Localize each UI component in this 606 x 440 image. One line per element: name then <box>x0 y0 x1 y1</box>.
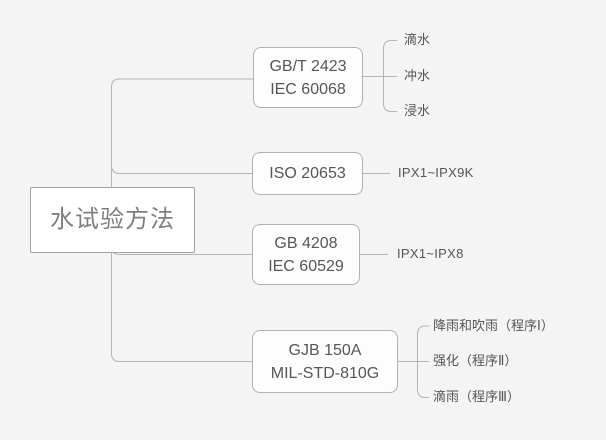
root-topic-water-test-methods[interactable]: 水试验方法 <box>30 187 195 253</box>
topic-iso-20653[interactable]: ISO 20653 <box>252 152 363 195</box>
leaf-rain-blowing-rain-procedure-1[interactable]: 降雨和吹雨（程序Ⅰ） <box>433 318 554 333</box>
leaf-ipx1-ipx8[interactable]: IPX1~IPX8 <box>397 246 464 261</box>
connector-root-to-iso20653 <box>111 164 252 174</box>
connector-gbt2423-fork <box>383 40 397 112</box>
topic-label-line: GJB 150A <box>288 341 362 359</box>
topic-label-line: MIL-STD-810G <box>270 364 380 382</box>
connector-root-to-gbt2423 <box>111 78 253 187</box>
leaf-dripping-water[interactable]: 滴水 <box>404 32 431 47</box>
topic-gjb-150a-mil-std-810g[interactable]: GJB 150A MIL-STD-810G <box>252 330 398 393</box>
topic-label-line: GB/T 2423 <box>269 57 347 75</box>
topic-label-line: IEC 60068 <box>270 80 346 98</box>
leaf-ipx1-ipx9k[interactable]: IPX1~IPX9K <box>398 165 474 180</box>
leaf-intensified-procedure-2[interactable]: 强化（程序Ⅱ） <box>433 353 518 368</box>
leaf-drip-rain-procedure-3[interactable]: 滴雨（程序Ⅲ） <box>433 389 520 404</box>
root-topic-label: 水试验方法 <box>50 206 175 233</box>
leaf-flushing-water[interactable]: 冲水 <box>404 68 431 83</box>
connector-gjb150a-fork <box>417 325 429 398</box>
topic-gbt-2423-iec-60068[interactable]: GB/T 2423 IEC 60068 <box>253 47 363 108</box>
topic-gb-4208-iec-60529[interactable]: GB 4208 IEC 60529 <box>252 224 360 285</box>
topic-label-line: ISO 20653 <box>269 165 346 182</box>
topic-label-line: IEC 60529 <box>268 257 344 275</box>
topic-label-line: GB 4208 <box>274 234 338 252</box>
leaf-immersion-water[interactable]: 浸水 <box>404 103 431 118</box>
connector-root-to-gjb150a <box>111 253 252 362</box>
